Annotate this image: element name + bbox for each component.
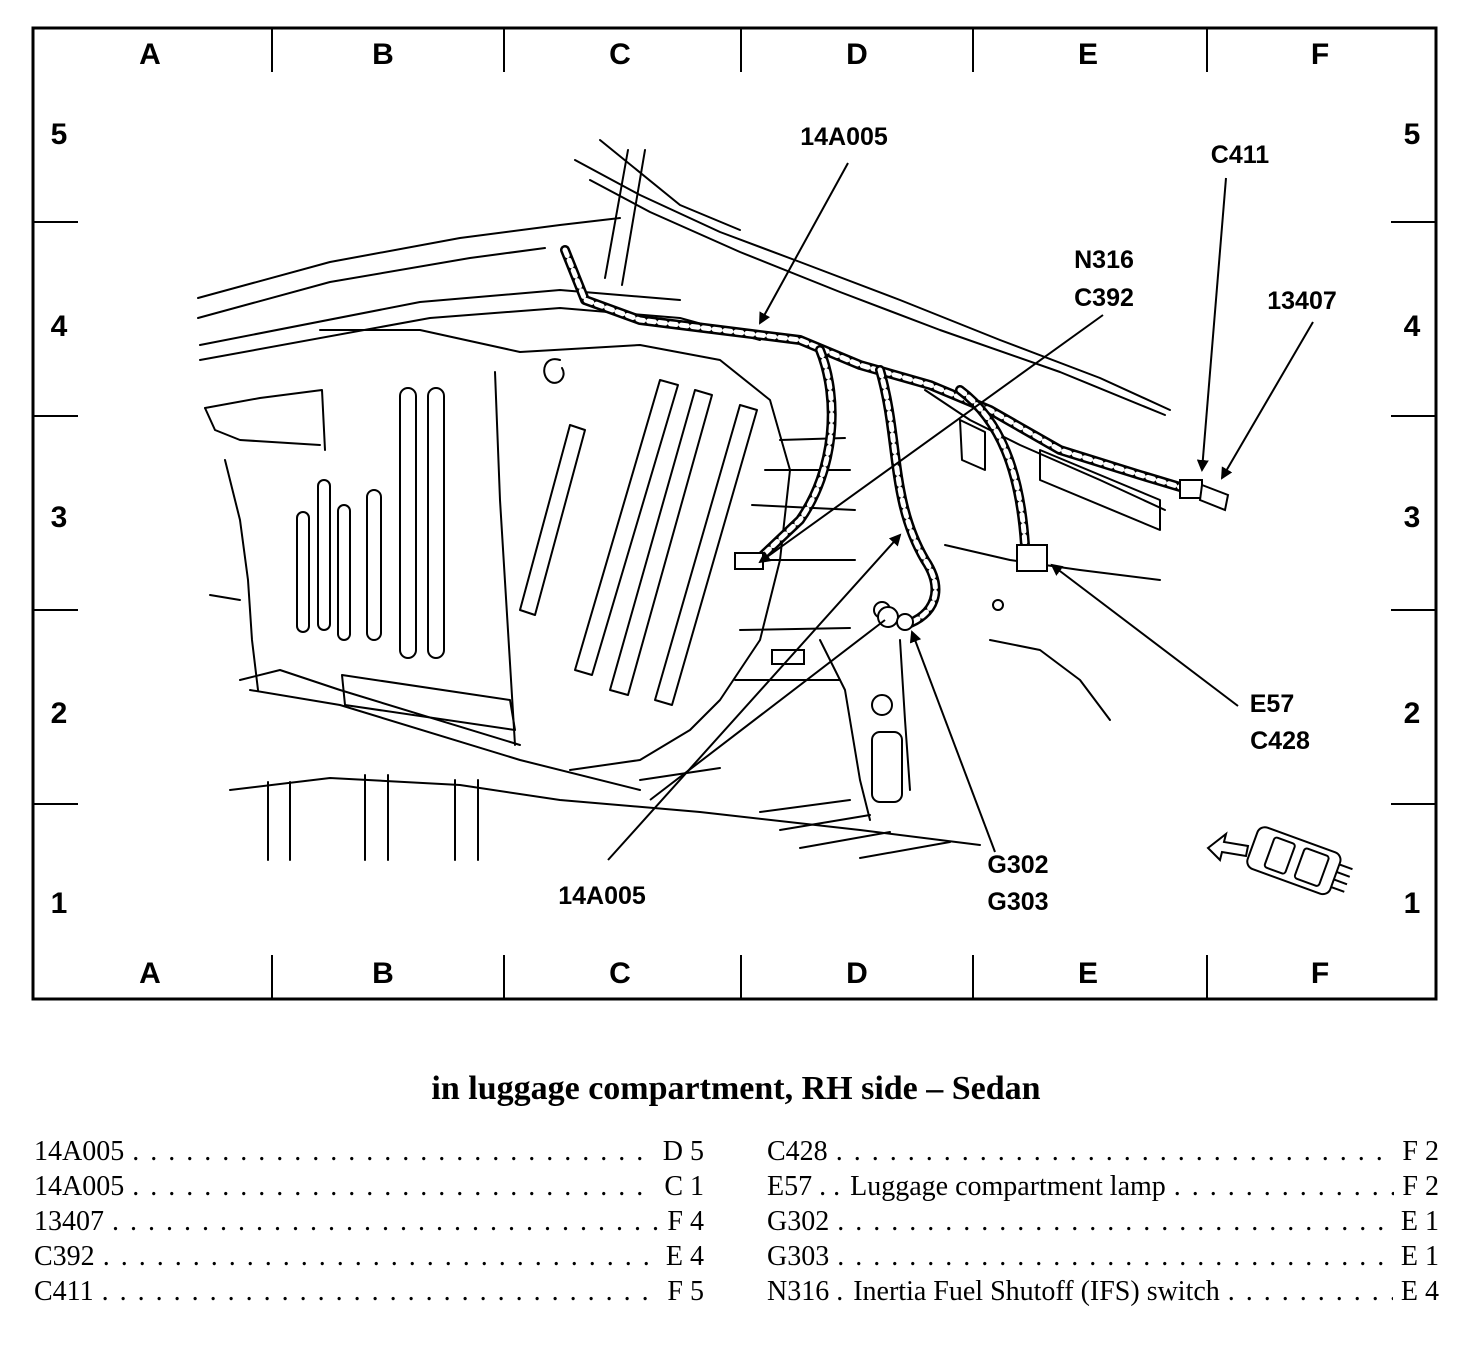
legend-location: F 5	[667, 1276, 704, 1307]
row-label-left: 1	[51, 887, 68, 920]
vehicle-orientation-icon	[1206, 826, 1353, 896]
legend-code: 14A005	[34, 1136, 125, 1167]
diagram-frame	[31, 26, 1438, 1001]
legend-row: C392 E 4	[34, 1241, 704, 1276]
col-label-bottom: D	[846, 957, 868, 990]
callout-c392: C392	[1074, 284, 1134, 312]
legend-location: F 2	[1402, 1171, 1439, 1202]
legend-description: Inertia Fuel Shutoff (IFS) switch	[853, 1276, 1220, 1307]
col-label-top: C	[609, 38, 631, 71]
legend-code: C428	[767, 1136, 828, 1167]
leader-dots	[132, 1171, 656, 1203]
legend-code: N316 .	[767, 1276, 844, 1307]
leader-dots	[103, 1241, 658, 1273]
legend-code: 14A005	[34, 1171, 125, 1202]
col-label-top: B	[372, 38, 394, 71]
callout-14a005-top: 14A005	[800, 123, 888, 151]
callout-14a005-bottom: 14A005	[558, 882, 646, 910]
leader-dots	[1174, 1171, 1395, 1203]
legend-location: E 4	[665, 1241, 704, 1272]
callout-c428: C428	[1250, 727, 1310, 755]
col-label-top: D	[846, 38, 868, 71]
callout-13407: 13407	[1267, 287, 1337, 315]
row-label-right: 5	[1404, 118, 1421, 151]
row-label-right: 3	[1404, 501, 1421, 534]
legend-row: G302 E 1	[767, 1206, 1439, 1241]
legend-location: E 4	[1400, 1276, 1439, 1307]
col-label-bottom: A	[139, 957, 161, 990]
col-label-top: E	[1078, 38, 1098, 71]
callout-g302: G302	[987, 851, 1048, 879]
legend-row: 14A005 C 1	[34, 1171, 704, 1206]
col-label-top: F	[1311, 38, 1329, 71]
leader-dots	[132, 1136, 655, 1168]
row-label-left: 5	[51, 118, 68, 151]
legend-row: G303 E 1	[767, 1241, 1439, 1276]
legend-row: C411 F 5	[34, 1276, 704, 1311]
compartment-illustration	[197, 139, 1171, 861]
legend-row: E57 . . Luggage compartment lamp F 2	[767, 1171, 1439, 1206]
leader-dots	[102, 1276, 660, 1308]
callout-c411: C411	[1211, 141, 1269, 169]
legend-code: G302	[767, 1206, 830, 1237]
locator-diagram: A B C D E F A B C D E F 5 4 3 2 1 5 4 3 …	[31, 26, 1438, 1001]
wiring-harness	[560, 245, 1195, 630]
row-label-right: 4	[1404, 310, 1421, 343]
callout-leaders	[607, 162, 1314, 861]
callout-g303: G303	[987, 888, 1048, 916]
callout-e57: E57	[1250, 690, 1294, 718]
legend-row: 13407 F 4	[34, 1206, 704, 1241]
leader-dots	[1228, 1276, 1393, 1308]
connector-blocks	[734, 479, 1230, 665]
grid-ticks	[33, 28, 1436, 999]
col-label-bottom: F	[1311, 957, 1329, 990]
legend-location: F 2	[1402, 1136, 1439, 1167]
leader-dots	[112, 1206, 659, 1238]
legend-right: C428 F 2 E57 . . Luggage compartment lam…	[767, 1136, 1439, 1311]
row-label-left: 4	[51, 310, 68, 343]
legend-location: C 1	[664, 1171, 704, 1202]
legend-location: F 4	[667, 1206, 704, 1237]
row-label-left: 2	[51, 697, 68, 730]
legend-left: 14A005 D 5 14A005 C 1 13407 F 4 C392 E 4…	[34, 1136, 704, 1311]
row-label-right: 1	[1404, 887, 1421, 920]
legend-code: G303	[767, 1241, 830, 1272]
row-label-left: 3	[51, 501, 68, 534]
col-label-bottom: B	[372, 957, 394, 990]
legend-code: 13407	[34, 1206, 104, 1237]
leader-dots	[837, 1206, 1393, 1238]
legend-location: E 1	[1400, 1241, 1439, 1272]
col-label-bottom: E	[1078, 957, 1098, 990]
row-label-right: 2	[1404, 697, 1421, 730]
legend-row: 14A005 D 5	[34, 1136, 704, 1171]
col-label-bottom: C	[609, 957, 631, 990]
legend-location: D 5	[662, 1136, 704, 1167]
diagram-caption: in luggage compartment, RH side – Sedan	[431, 1070, 1041, 1107]
legend-row: C428 F 2	[767, 1136, 1439, 1171]
legend-code: E57 . .	[767, 1171, 841, 1202]
legend-code: C392	[34, 1241, 95, 1272]
leader-dots	[836, 1136, 1395, 1168]
leader-dots	[837, 1241, 1393, 1273]
legend-location: E 1	[1400, 1206, 1439, 1237]
legend-code: C411	[34, 1276, 94, 1307]
callout-n316: N316	[1074, 246, 1134, 274]
legend-description: Luggage compartment lamp	[850, 1171, 1166, 1202]
col-label-top: A	[139, 38, 161, 71]
legend-row: N316 . Inertia Fuel Shutoff (IFS) switch…	[767, 1276, 1439, 1311]
